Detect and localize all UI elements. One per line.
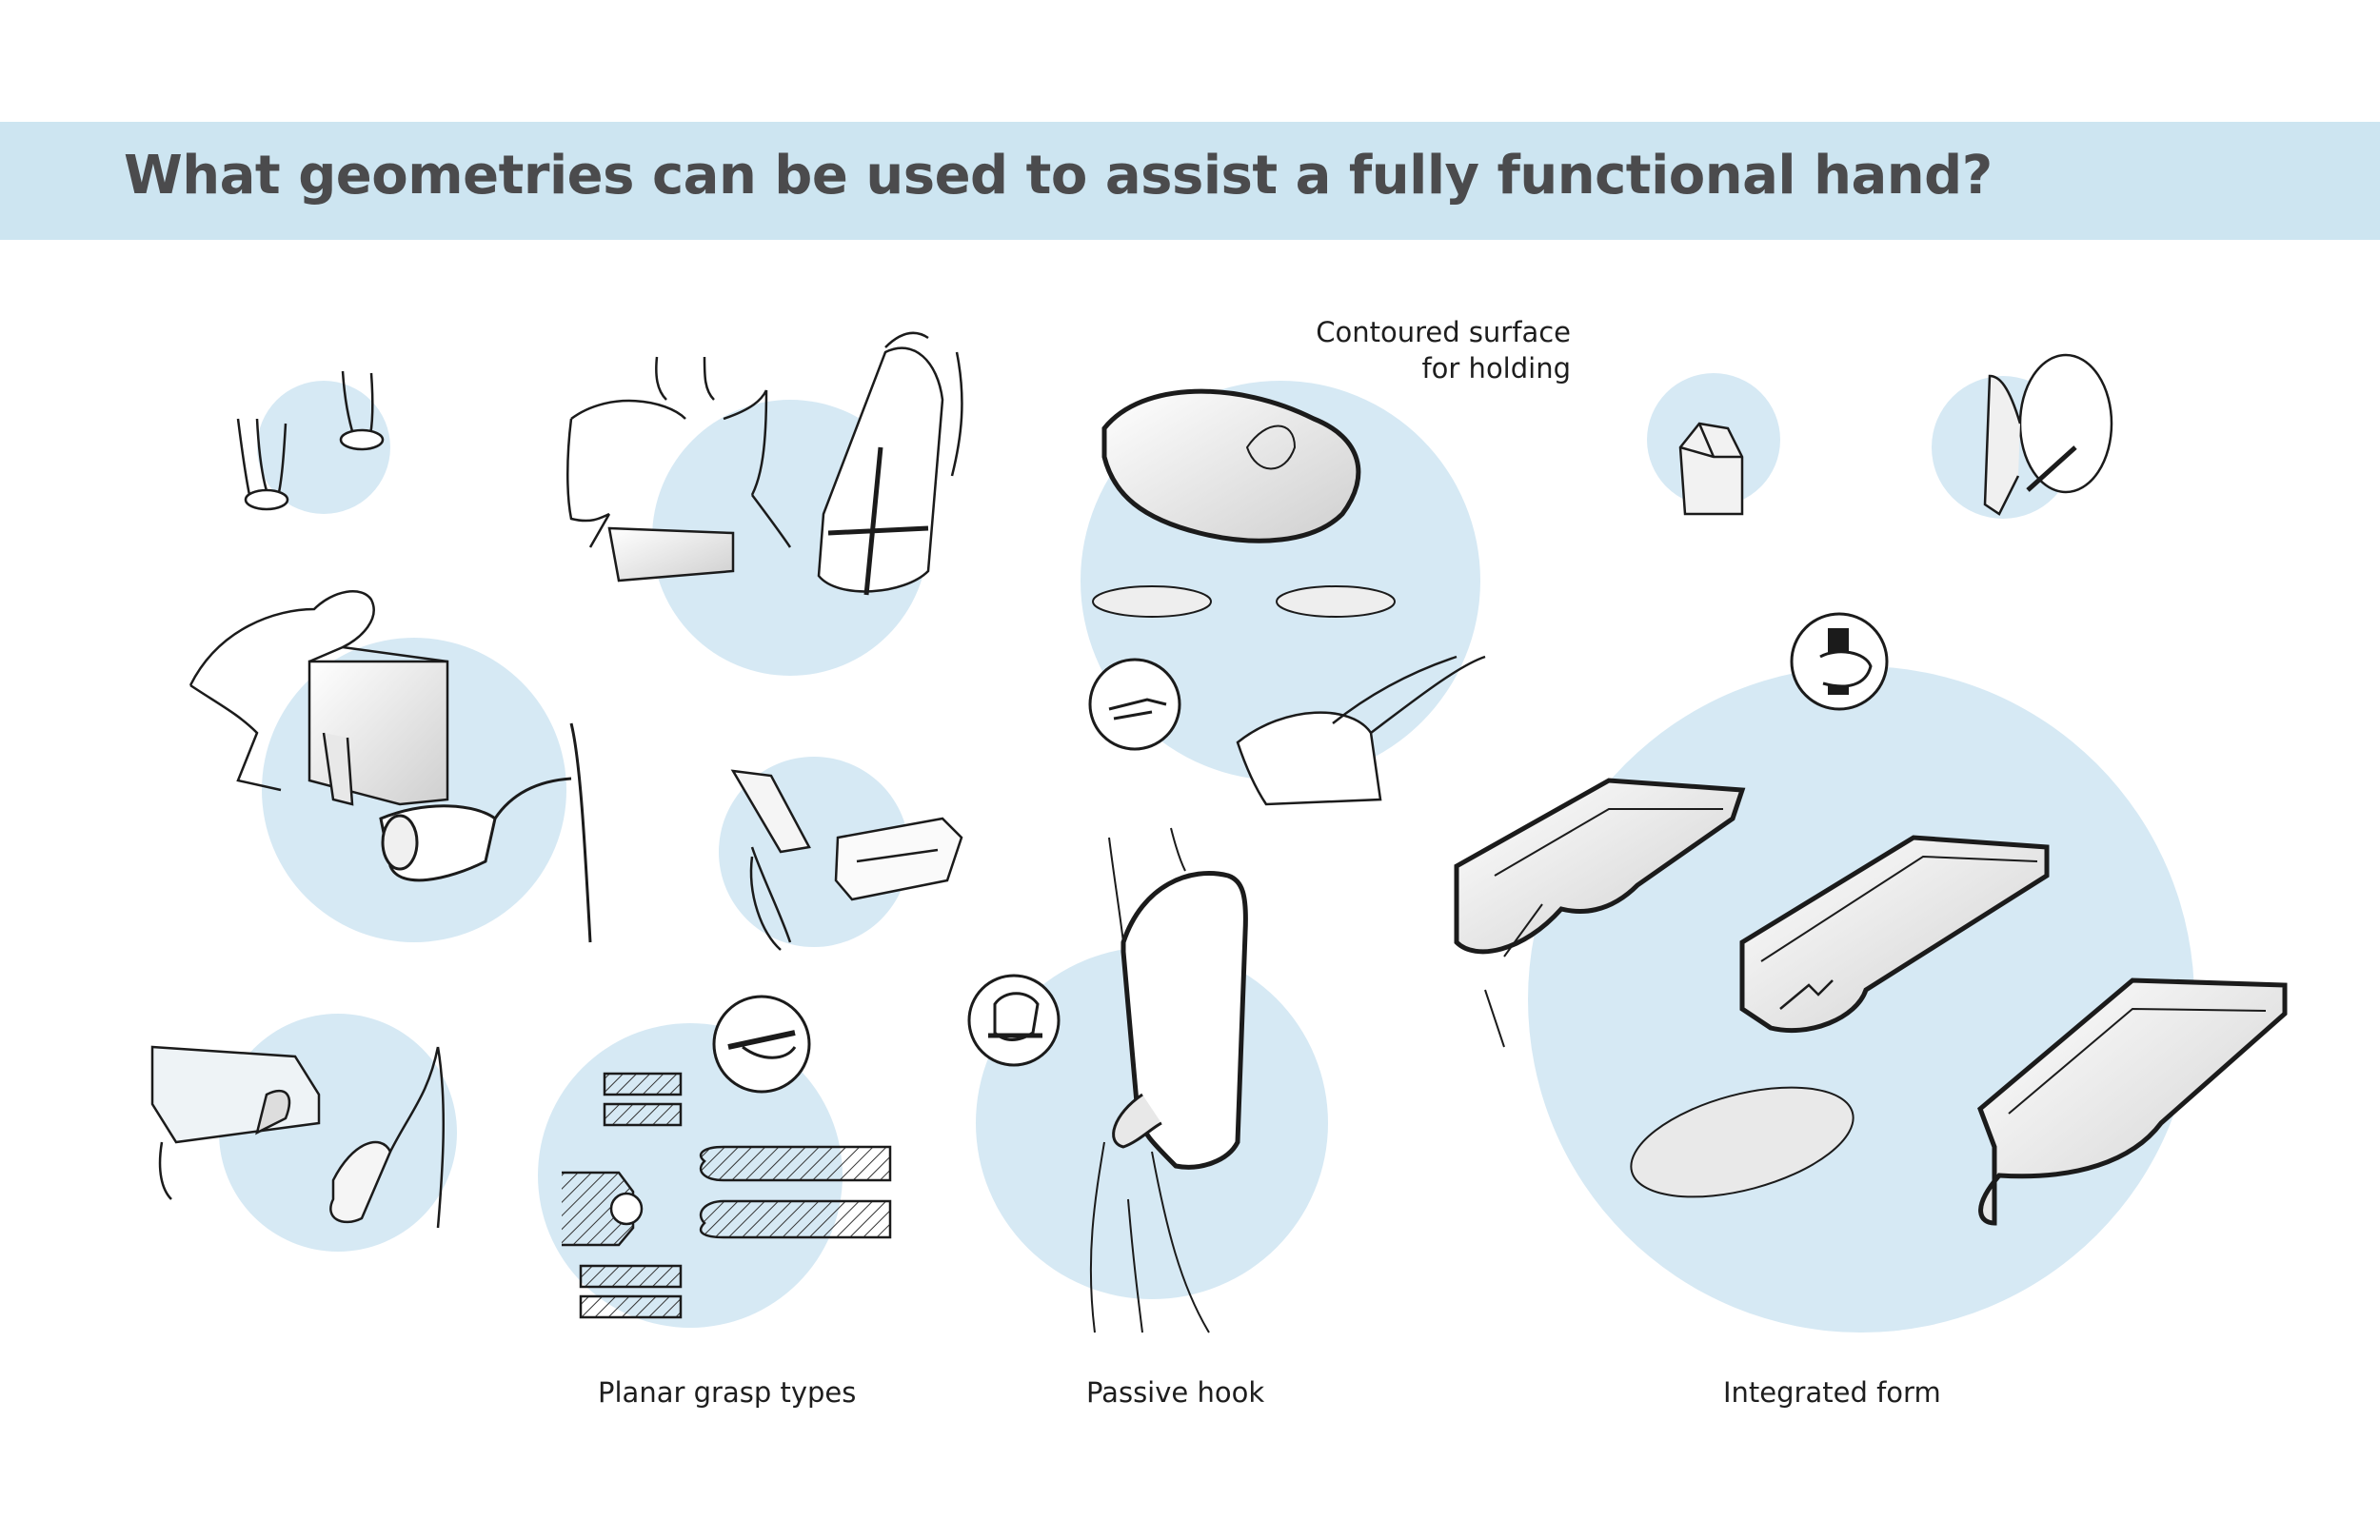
cross-bar-sketch [817, 331, 963, 596]
contoured-label-line1: Contoured surface [1316, 316, 1571, 348]
title-band: What geometries can be used to assist a … [0, 122, 2380, 240]
contoured-label-line2: for holding [1421, 352, 1571, 385]
page-title: What geometries can be used to assist a … [124, 145, 1993, 207]
box-lift-sketch [188, 590, 449, 806]
pinch-discs-sketch [236, 370, 385, 511]
folded-card-sketch [730, 769, 963, 951]
contoured-surface-label: Contoured surface for holding [1314, 314, 1571, 386]
contoured-surface-sketch [1092, 388, 1486, 806]
caption-planar-grasp-types: Planar grasp types [598, 1376, 857, 1409]
passive-hook-sketch [1089, 827, 1248, 1333]
planar-profiles [562, 1072, 892, 1319]
caption-passive-hook: Passive hook [1086, 1376, 1265, 1409]
handle-grip-sketch [379, 722, 592, 943]
faceted-block-sketch [1678, 422, 1744, 516]
bracket-sketch [150, 1045, 446, 1229]
person-carry-sketch [566, 356, 792, 582]
pinch-grip-icon [1088, 658, 1181, 751]
caption-integrated-form: Integrated form [1723, 1376, 1941, 1409]
hook-grip-icon [967, 974, 1061, 1067]
round-knob-sketch [1983, 353, 2113, 516]
pen-grip-icon [712, 995, 811, 1094]
integrated-form-trays [1454, 778, 2288, 1226]
power-grip-icon [1790, 612, 1889, 711]
